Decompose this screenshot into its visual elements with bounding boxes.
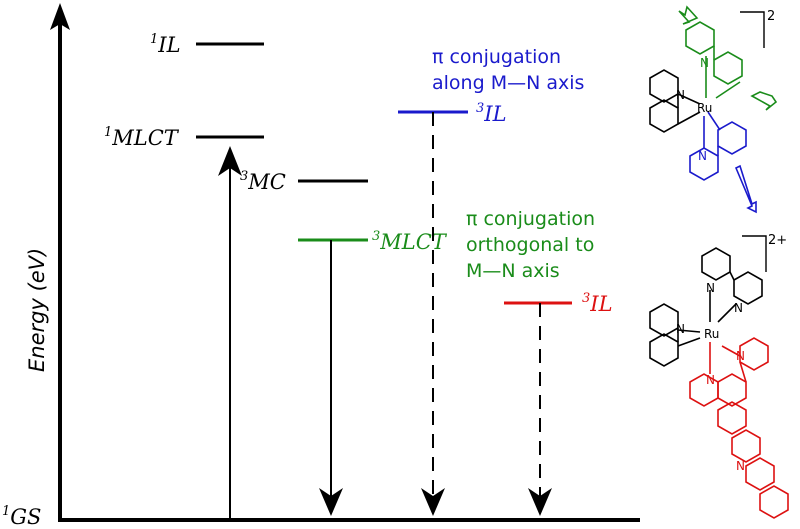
absorption-arrow <box>218 146 242 520</box>
nitrogen-bottom-2: N <box>706 281 715 295</box>
label-3il-red: 3IL <box>582 291 613 316</box>
nitrogen-bottom-6: N <box>736 459 745 473</box>
label-3il-blue: 3IL <box>476 101 507 126</box>
metal-ru-bottom: Ru <box>704 327 719 341</box>
charge-bottom: 2+ <box>768 233 787 248</box>
dashed-arrow-3il-red <box>528 303 552 516</box>
bracket-bottom <box>742 235 767 272</box>
charge-top: 2 <box>767 9 775 24</box>
metal-ru-top: Ru <box>697 101 712 115</box>
nitrogen-top-1: N <box>676 88 685 102</box>
note-blue: π conjugation along M—N axis <box>432 46 584 94</box>
dppz-red <box>689 337 789 519</box>
nitrogen-bottom-3: N <box>734 301 743 315</box>
label-3mc: 3MC <box>240 169 286 194</box>
ground-state-label: 1GS <box>2 504 41 529</box>
label-3mlct: 3MLCT <box>372 229 448 254</box>
nitrogen-top-3: N <box>698 149 707 163</box>
bracket-top <box>740 11 765 48</box>
emission-arrow-3mlct <box>319 240 343 516</box>
nitrogen-bottom-4: N <box>706 373 715 387</box>
bpy-top-black-bottom <box>701 247 763 323</box>
bpy-bottom-blue <box>689 111 757 214</box>
energy-axis <box>50 3 70 520</box>
dashed-arrow-3il-blue <box>421 112 445 516</box>
bpy-top-green <box>678 5 778 111</box>
bpy-left-black-top <box>649 69 701 133</box>
nitrogen-bottom-5: N <box>736 349 745 363</box>
nitrogen-bottom-1: N <box>676 322 685 336</box>
label-1il: 1IL <box>150 32 181 57</box>
bpy-left-black-bottom <box>649 303 701 367</box>
complex-bottom: Ru N N N N N N 2+ <box>649 233 789 519</box>
complex-top: Ru N N N 2 <box>649 5 778 214</box>
nitrogen-top-2: N <box>700 56 709 70</box>
note-green: π conjugation orthogonal to M—N axis <box>466 208 601 282</box>
axis-title: Energy (eV) <box>25 248 49 372</box>
label-1mlct: 1MLCT <box>104 125 180 150</box>
ground-state-sup: 1 <box>2 504 10 519</box>
ground-state-main: GS <box>10 505 41 529</box>
